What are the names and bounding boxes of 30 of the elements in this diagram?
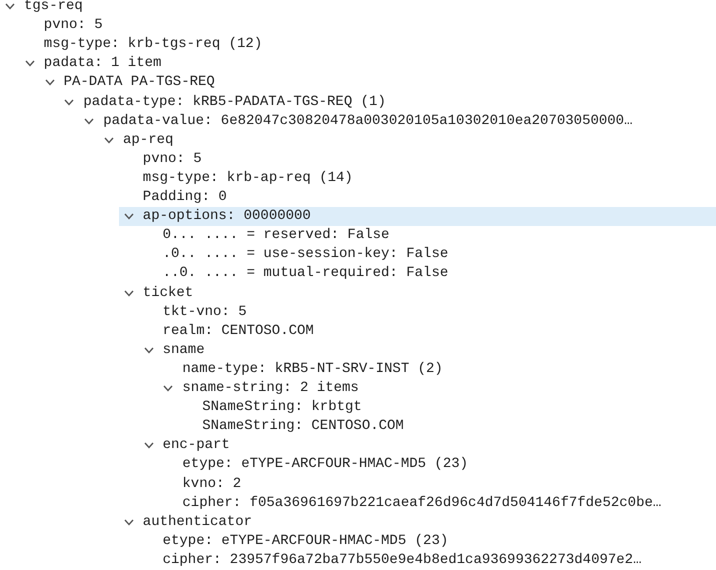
field-value-text: SNameString: krbtgt	[202, 398, 362, 418]
field-value-text: Padding: 0	[142, 188, 227, 207]
field-value-text: msg-type: krb-ap-req (14)	[142, 168, 353, 188]
tree-node-label: sname-string: 2 items	[182, 379, 359, 398]
tree-node-label: padata-type: kRB5-PADATA-TGS-REQ (1)	[83, 92, 386, 112]
field-value-text: etype: eTYPE-ARCFOUR-HMAC-MD5 (23)	[162, 532, 448, 551]
tree-node-label: tgs-req	[24, 0, 83, 16]
field-value-text: pvno: 5	[142, 150, 202, 169]
field-value-text: pvno: 5	[44, 16, 103, 36]
tree-node-label: authenticator	[142, 512, 252, 532]
field-value-text: cipher: 23957f96a72ba77b550e9e4b8ed1ca93699362273d4097e2…	[162, 550, 642, 570]
tree-node-label: sname	[162, 340, 205, 360]
field-value-text: msg-type: krb-tgs-req (12)	[44, 35, 262, 54]
field-value-text: kvno: 2	[182, 474, 242, 494]
tree-node-label: padata: 1 item	[44, 54, 162, 74]
field-value-text: SNameString: CENTOSO.COM	[202, 417, 404, 436]
tree-node-label: enc-part	[162, 436, 230, 456]
field-value-text: cipher: f05a36961697b221caeaf26d96c4d7d504146f7fde52c0be…	[182, 494, 662, 513]
tree-node-label: PA-DATA PA-TGS-REQ	[64, 73, 215, 92]
field-value-text: tkt-vno: 5	[162, 302, 247, 322]
tree-node-label: padata-value: 6e82047c30820478a003020105a10302010ea20703050000…	[103, 112, 632, 131]
tree-node-label: ticket	[142, 284, 194, 302]
tree-node-label: ap-options: 00000000	[142, 207, 311, 226]
field-value-text: 0... .... = reserved: False	[162, 226, 390, 246]
field-value-text: realm: CENTOSO.COM	[162, 322, 314, 341]
field-value-text: ..0. .... = mutual-required: False	[162, 264, 448, 284]
field-value-text: .0.. .... = use-session-key: False	[162, 245, 448, 264]
field-value-text: name-type: kRB5-NT-SRV-INST (2)	[182, 360, 443, 379]
tree-node-label: ap-req	[123, 130, 174, 150]
field-value-text: etype: eTYPE-ARCFOUR-HMAC-MD5 (23)	[182, 455, 468, 474]
